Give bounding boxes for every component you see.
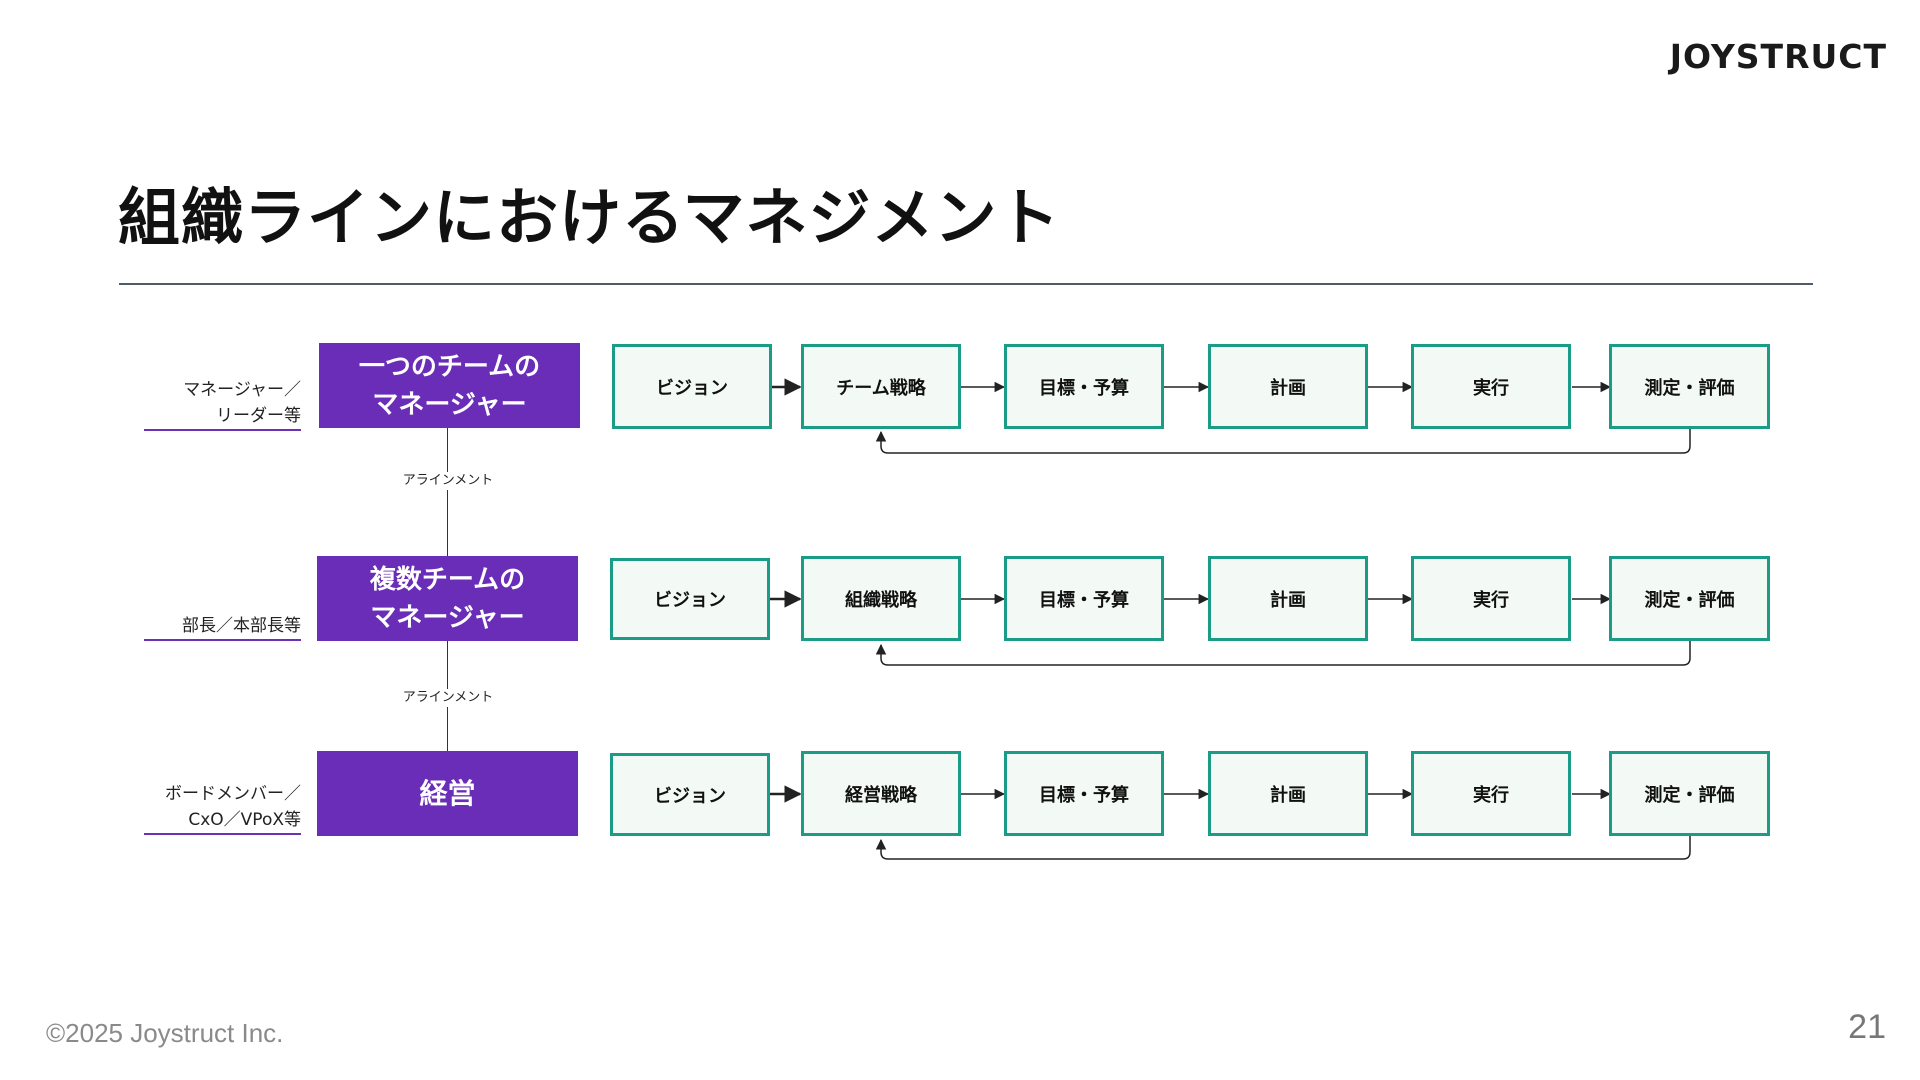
manager-box-team: 一つのチームの マネージャー [319, 343, 580, 428]
manager-box-executive: 経営 [317, 751, 578, 836]
role-label-line: CxO／VPoX等 [188, 810, 301, 830]
manager-box-multi-team: 複数チームの マネージャー [317, 556, 578, 641]
role-label-line: リーダー等 [216, 406, 301, 426]
manager-box-line: マネージャー [370, 602, 525, 633]
feedback-loop-arrow [875, 836, 1691, 860]
flow-step-plan: 計画 [1208, 751, 1368, 836]
role-label-board-member: ボードメンバー／ CxO／VPoX等 [144, 781, 301, 835]
role-label-line: 部長／本部長等 [182, 616, 301, 636]
flow-step-goals-budget: 目標・予算 [1004, 344, 1164, 429]
page-title: 組織ラインにおけるマネジメント [118, 181, 1061, 254]
flow-step-execute: 実行 [1411, 556, 1571, 641]
flow-step-plan: 計画 [1208, 556, 1368, 641]
role-label-department-head: 部長／本部長等 [144, 613, 301, 641]
feedback-loop-arrow [875, 428, 1691, 454]
role-label-line: ボードメンバー／ [165, 784, 301, 804]
flow-step-measure-evaluate: 測定・評価 [1609, 751, 1770, 836]
copyright-footer: ©2025 Joystruct Inc. [46, 1018, 284, 1048]
flow-step-execute: 実行 [1411, 751, 1571, 836]
joystruct-logo: JOYSTRUCT [1669, 36, 1887, 76]
alignment-label: アラインメント [388, 472, 508, 490]
role-label-line: マネージャー／ [183, 380, 301, 400]
role-label-team-leader: マネージャー／ リーダー等 [144, 377, 301, 431]
manager-box-line: 複数チームの [369, 564, 526, 595]
flow-step-vision: ビジョン [610, 558, 770, 640]
title-divider [119, 283, 1813, 285]
feedback-loop-arrow [875, 641, 1691, 666]
flow-step-measure-evaluate: 測定・評価 [1609, 556, 1770, 641]
flow-step-goals-budget: 目標・予算 [1004, 751, 1164, 836]
flow-step-vision: ビジョン [610, 753, 770, 836]
flow-step-strategy: 経営戦略 [801, 751, 961, 836]
flow-step-plan: 計画 [1208, 344, 1368, 429]
flow-step-execute: 実行 [1411, 344, 1571, 429]
page-number: 21 [1848, 1008, 1886, 1046]
manager-box-line: マネージャー [372, 389, 527, 420]
manager-box-line: 経営 [419, 776, 476, 810]
flow-step-strategy: チーム戦略 [801, 344, 961, 429]
flow-step-vision: ビジョン [612, 344, 772, 429]
flow-step-strategy: 組織戦略 [801, 556, 961, 641]
manager-box-line: 一つのチームの [358, 351, 541, 382]
alignment-label: アラインメント [388, 689, 508, 707]
alignment-connector [447, 428, 448, 556]
flow-step-goals-budget: 目標・予算 [1004, 556, 1164, 641]
flow-step-measure-evaluate: 測定・評価 [1609, 344, 1770, 429]
